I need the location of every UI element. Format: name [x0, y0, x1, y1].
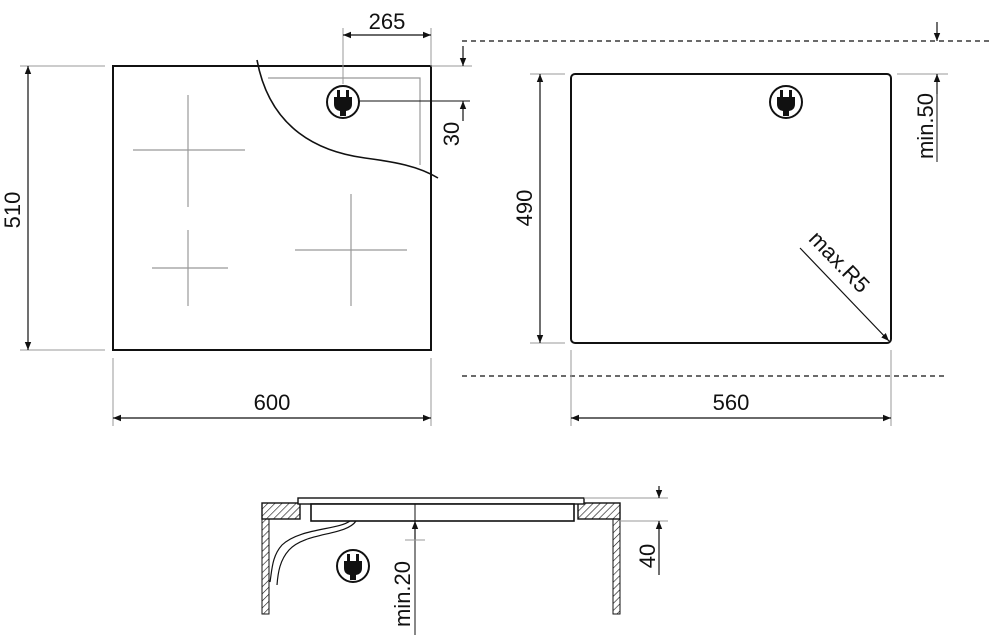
- dim-265-label: 265: [369, 9, 406, 34]
- cabinet-wall-right: [612, 518, 621, 615]
- power-plug-icon: [769, 85, 803, 119]
- dim-510-label: 510: [0, 192, 25, 229]
- cooking-zone-marks: [133, 95, 407, 306]
- cutaway-guide: [268, 77, 421, 165]
- dim-560-label: 560: [713, 390, 750, 415]
- cutout-view: 490 min.50 max.R5 560: [462, 22, 990, 426]
- dim-490-label: 490: [512, 190, 537, 227]
- power-plug-icon: [326, 85, 360, 119]
- cutout-outline: [570, 73, 892, 344]
- section-view: min.20 40: [261, 486, 668, 635]
- dim-min50-label: min.50: [913, 93, 938, 159]
- cutaway-curve: [256, 59, 439, 179]
- dim-600-label: 600: [254, 390, 291, 415]
- dim-min20-label: min.20: [390, 561, 415, 627]
- cabinet-wall-left: [261, 518, 270, 615]
- hob-glass: [297, 497, 585, 505]
- hob-outline: [112, 65, 432, 351]
- dim-30-label: 30: [439, 122, 464, 146]
- power-cable: [269, 520, 351, 583]
- hob-body: [310, 503, 575, 522]
- hob-plan-view: 265 30 510 600: [0, 9, 472, 426]
- power-plug-icon: [336, 549, 370, 583]
- dim-radius-leader: [799, 247, 890, 342]
- dim-40-label: 40: [635, 544, 660, 568]
- worktop-right: [577, 502, 621, 520]
- worktop-left: [261, 502, 301, 520]
- power-cable-inner: [276, 520, 357, 586]
